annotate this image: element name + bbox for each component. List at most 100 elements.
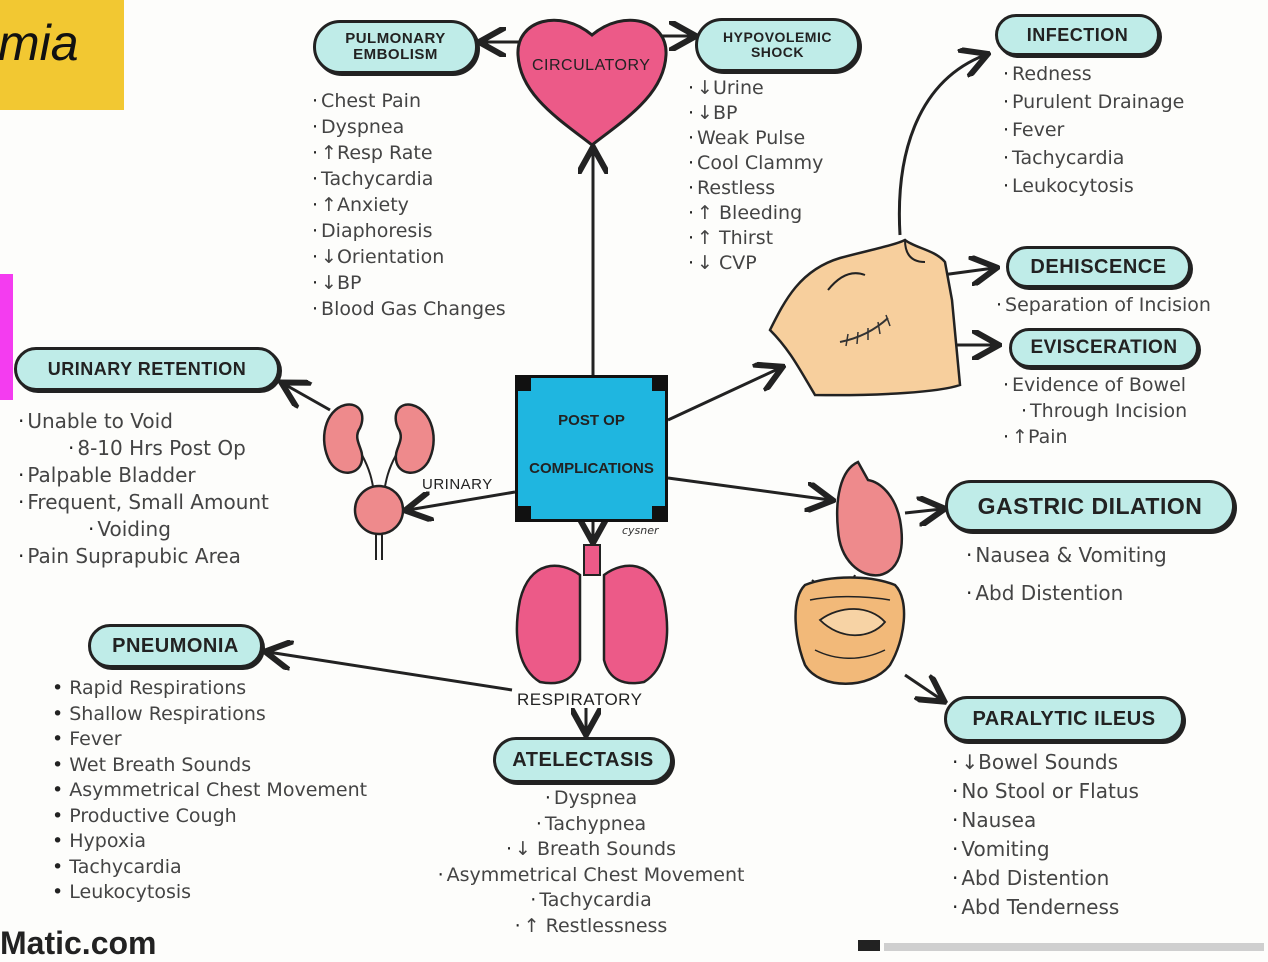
pulmonary-embolism-title-1: PULMONARY	[345, 31, 446, 47]
urinary-retention-pill: URINARY RETENTION	[14, 347, 280, 391]
list-item: ↓Orientation	[312, 244, 506, 270]
list-item: ↓ Breath Sounds	[396, 837, 786, 863]
urinary-retention-signs: Unable to Void 8-10 Hrs Post Op Palpable…	[18, 408, 269, 570]
list-item: Abd Distention	[952, 864, 1139, 893]
evisceration-signs: Evidence of Bowel Through Incision ↑Pain	[1003, 372, 1187, 450]
infection-signs: Redness Purulent Drainage Fever Tachycar…	[1003, 60, 1184, 200]
list-item: Nausea	[952, 806, 1139, 835]
evisceration-pill: EVISCERATION	[1009, 328, 1199, 368]
pneumonia-title: PNEUMONIA	[112, 636, 239, 657]
pneumonia-signs: Rapid Respirations Shallow Respirations …	[52, 676, 367, 906]
list-item: Asymmetrical Chest Movement	[52, 778, 367, 804]
list-item: Tachycardia	[1003, 144, 1184, 172]
gastric-dilation-signs: Nausea & Vomiting Abd Distention	[966, 536, 1167, 612]
atelectasis-title: ATELECTASIS	[512, 750, 653, 771]
list-item: Unable to Void	[18, 408, 269, 435]
list-item: Fever	[1003, 116, 1184, 144]
urinary-label: URINARY	[422, 476, 493, 493]
list-item: ↑Resp Rate	[312, 140, 506, 166]
list-item: Abd Distention	[966, 574, 1167, 612]
list-item: Redness	[1003, 60, 1184, 88]
list-item: ↓ CVP	[688, 251, 823, 276]
list-item: Blood Gas Changes	[312, 296, 506, 322]
list-item: Evidence of Bowel	[1003, 372, 1187, 398]
list-item: Vomiting	[952, 835, 1139, 864]
gastric-dilation-pill: GASTRIC DILATION	[945, 480, 1235, 532]
corner-mark	[652, 506, 668, 522]
list-item: 8-10 Hrs Post Op	[18, 435, 269, 462]
list-item: ↑Pain	[1003, 424, 1187, 450]
list-item: Tachycardia	[52, 855, 367, 881]
list-item: ↑Anxiety	[312, 192, 506, 218]
list-item: Hypoxia	[52, 829, 367, 855]
list-item: ↓BP	[688, 101, 823, 126]
list-item: Fever	[52, 727, 367, 753]
list-item: Shallow Respirations	[52, 702, 367, 728]
infection-pill: INFECTION	[995, 14, 1160, 56]
urinary-retention-title: URINARY RETENTION	[48, 360, 247, 379]
list-item: Tachycardia	[396, 888, 786, 914]
hypovolemic-shock-title-1: HYPOVOLEMIC	[723, 30, 832, 45]
list-item: Through Incision	[1003, 398, 1187, 424]
list-item: Pain Suprapubic Area	[18, 543, 269, 570]
paralytic-ileus-pill: PARALYTIC ILEUS	[944, 696, 1184, 742]
center-box: POST OP COMPLICATIONS	[515, 375, 668, 522]
list-item: ↓Urine	[688, 76, 823, 101]
respiratory-label: RESPIRATORY	[517, 690, 642, 710]
list-item: Restless	[688, 176, 823, 201]
evisceration-title: EVISCERATION	[1030, 338, 1177, 358]
list-item: Voiding	[18, 516, 269, 543]
list-item: Wet Breath Sounds	[52, 753, 367, 779]
dehiscence-pill: DEHISCENCE	[1006, 246, 1191, 288]
footer-watermark: Matic.com	[0, 925, 156, 962]
list-item: Purulent Drainage	[1003, 88, 1184, 116]
list-item: Dyspnea	[396, 786, 786, 812]
center-title-line2: COMPLICATIONS	[518, 460, 665, 477]
list-item: Diaphoresis	[312, 218, 506, 244]
list-item: Dyspnea	[312, 114, 506, 140]
list-item: Abd Tenderness	[952, 893, 1139, 922]
footer-copyright-bar	[884, 943, 1264, 951]
center-title-line1: POST OP	[518, 412, 665, 429]
infection-title: INFECTION	[1027, 26, 1129, 45]
list-item: Rapid Respirations	[52, 676, 367, 702]
list-item: Tachypnea	[396, 812, 786, 838]
list-item: No Stool or Flatus	[952, 777, 1139, 806]
circulatory-label: CIRCULATORY	[532, 57, 650, 75]
pulmonary-embolism-pill: PULMONARY EMBOLISM	[313, 20, 478, 74]
gastric-dilation-title: GASTRIC DILATION	[978, 494, 1203, 518]
dehiscence-signs: Separation of Incision	[996, 292, 1211, 318]
hypovolemic-shock-title-2: SHOCK	[723, 45, 832, 60]
list-item: Weak Pulse	[688, 126, 823, 151]
list-item: Chest Pain	[312, 88, 506, 114]
list-item: Leukocytosis	[52, 880, 367, 906]
paralytic-ileus-title: PARALYTIC ILEUS	[972, 709, 1155, 730]
list-item: Productive Cough	[52, 804, 367, 830]
pulmonary-embolism-signs: Chest Pain Dyspnea ↑Resp Rate Tachycardi…	[312, 88, 506, 322]
paralytic-ileus-signs: ↓Bowel Sounds No Stool or Flatus Nausea …	[952, 748, 1139, 922]
list-item: Separation of Incision	[996, 292, 1211, 318]
pulmonary-embolism-title-2: EMBOLISM	[345, 47, 446, 63]
list-item: Frequent, Small Amount	[18, 489, 269, 516]
footer-logo	[858, 940, 880, 951]
list-item: Leukocytosis	[1003, 172, 1184, 200]
list-item: Cool Clammy	[688, 151, 823, 176]
list-item: Nausea & Vomiting	[966, 536, 1167, 574]
list-item: ↑ Bleeding	[688, 201, 823, 226]
hypovolemic-shock-signs: ↓Urine ↓BP Weak Pulse Cool Clammy Restle…	[688, 76, 823, 276]
list-item: Tachycardia	[312, 166, 506, 192]
dehiscence-title: DEHISCENCE	[1030, 257, 1166, 278]
pneumonia-pill: PNEUMONIA	[88, 624, 263, 668]
list-item: Palpable Bladder	[18, 462, 269, 489]
hypovolemic-shock-pill: HYPOVOLEMIC SHOCK	[695, 18, 860, 72]
corner-mark	[515, 506, 531, 522]
corner-mark	[515, 375, 531, 391]
list-item: ↓BP	[312, 270, 506, 296]
list-item: Asymmetrical Chest Movement	[396, 863, 786, 889]
corner-mark	[652, 375, 668, 391]
list-item: ↑ Restlessness	[396, 914, 786, 940]
artist-signature: cysner	[622, 524, 659, 537]
list-item: ↓Bowel Sounds	[952, 748, 1139, 777]
atelectasis-pill: ATELECTASIS	[493, 737, 673, 783]
atelectasis-signs: Dyspnea Tachypnea ↓ Breath Sounds Asymme…	[396, 786, 786, 939]
